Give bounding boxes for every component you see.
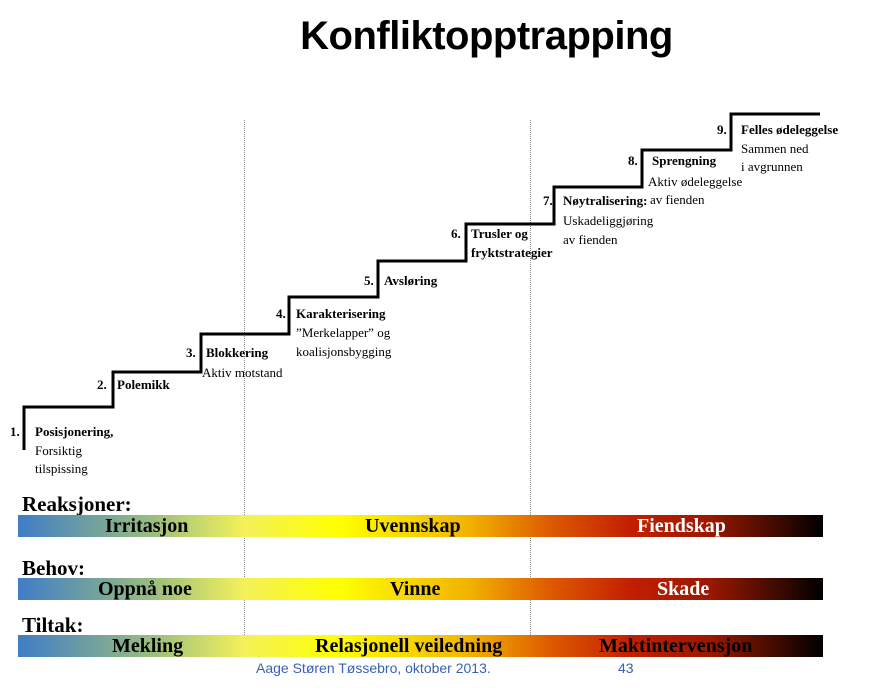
step-7-label: Nøytralisering:	[563, 193, 648, 208]
phase-irritasjon: Irritasjon	[105, 515, 189, 537]
page-title: Konfliktopptrapping	[300, 14, 673, 58]
step-6-number: 6.	[451, 226, 461, 241]
band-reaksjoner: Irritasjon Uvennskap Fiendskap	[18, 515, 823, 537]
step-3-number: 3.	[186, 345, 196, 360]
step-4-desc-2: koalisjonsbygging	[296, 344, 392, 359]
phase-maktintervensjon: Maktintervensjon	[599, 635, 753, 657]
phase-oppna-noe: Oppnå noe	[98, 578, 192, 600]
row-label-behov: Behov:	[22, 556, 85, 580]
step-9-number: 9.	[717, 122, 727, 137]
step-1-number: 1.	[10, 424, 20, 439]
phase-divider-1	[244, 120, 245, 655]
step-6-label-line-2: fryktstrategier	[471, 245, 553, 260]
step-8-desc-2: av fienden	[650, 192, 705, 207]
phase-mekling: Mekling	[112, 635, 184, 657]
phase-vinne: Vinne	[390, 578, 441, 600]
step-1-desc-1: Forsiktig	[35, 443, 82, 458]
step-3-desc-1: Aktiv motstand	[202, 365, 283, 380]
band-tiltak: Mekling Relasjonell veiledning Maktinter…	[18, 635, 823, 657]
step-4-number: 4.	[276, 306, 286, 321]
footer-author: Aage Støren Tøssebro, oktober 2013.	[256, 660, 491, 676]
step-9-desc-2: i avgrunnen	[741, 159, 803, 174]
step-7-number: 7.	[543, 193, 553, 208]
step-8-desc-1: Aktiv ødeleggelse	[648, 174, 743, 189]
step-6-label: Trusler og	[471, 226, 528, 241]
step-2-number: 2.	[97, 377, 107, 392]
step-1-label: Posisjonering,	[35, 424, 114, 439]
footer-page-number: 43	[618, 660, 634, 676]
phase-fiendskap: Fiendskap	[637, 515, 726, 537]
step-7-desc-2: av fienden	[563, 232, 618, 247]
phase-uvennskap: Uvennskap	[365, 515, 461, 537]
step-5-number: 5.	[364, 273, 374, 288]
step-9-label: Felles ødeleggelse	[741, 122, 839, 137]
step-8-label: Sprengning	[652, 153, 717, 168]
staircase-line	[22, 112, 820, 450]
phase-divider-2	[530, 120, 531, 655]
band-behov: Oppnå noe Vinne Skade	[18, 578, 823, 600]
step-4-desc-1: ”Merkelapper” og	[296, 325, 391, 340]
row-label-reaksjoner: Reaksjoner:	[22, 492, 132, 516]
step-2-label: Polemikk	[117, 377, 170, 392]
step-5-label: Avsløring	[384, 273, 438, 288]
step-3-label: Blokkering	[206, 345, 269, 360]
step-7-desc-1: Uskadeliggjøring	[563, 213, 654, 228]
row-label-tiltak: Tiltak:	[22, 613, 84, 637]
step-9-desc-1: Sammen ned	[741, 141, 809, 156]
phase-skade: Skade	[657, 578, 710, 600]
step-8-number: 8.	[628, 153, 638, 168]
step-1-desc-2: tilspissing	[35, 461, 88, 476]
step-4-label: Karakterisering	[296, 306, 386, 321]
phase-relasjonell-veiledning: Relasjonell veiledning	[315, 635, 503, 657]
